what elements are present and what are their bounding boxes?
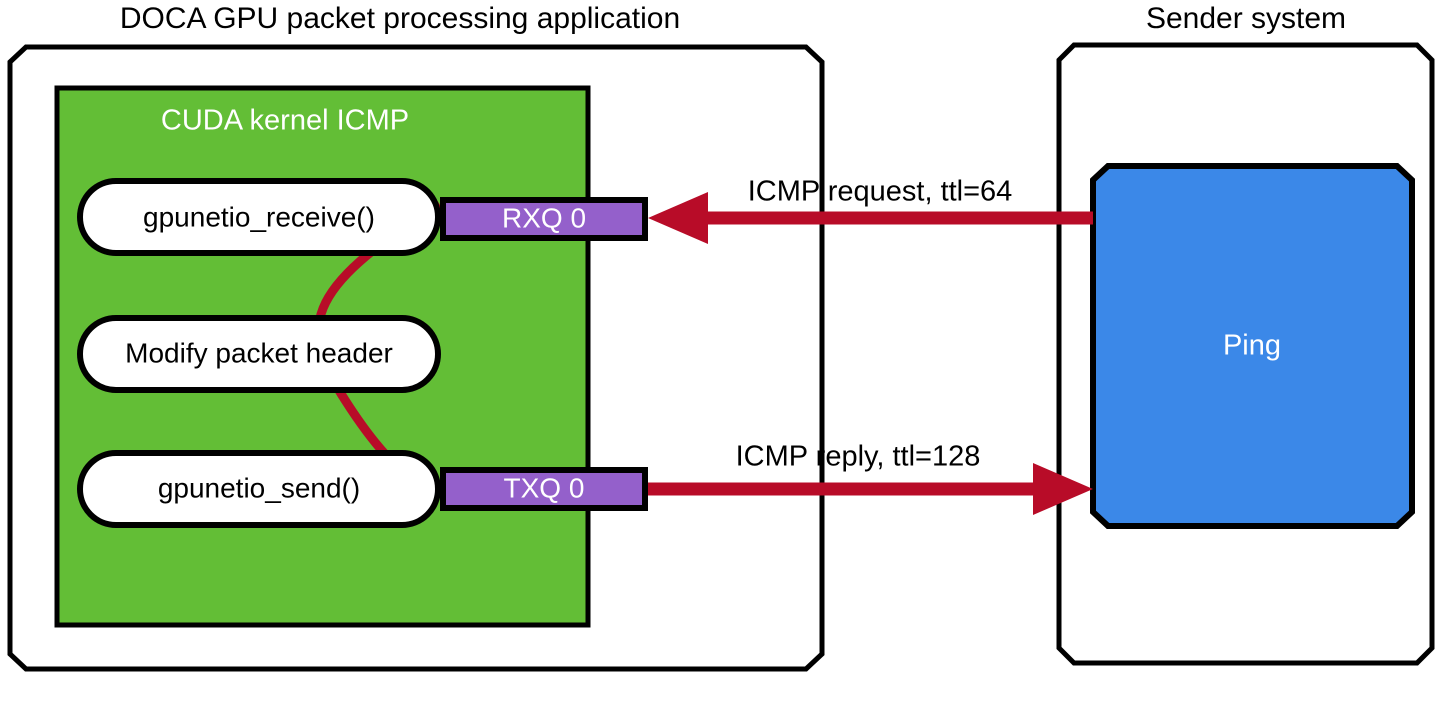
gpunetio-receive-label: gpunetio_receive(): [143, 201, 375, 232]
gpunetio-send-pill: [77, 450, 441, 528]
rxq-0-label: RXQ 0: [502, 202, 586, 233]
stage-gpunetio-send: gpunetio_send(): [77, 450, 441, 528]
stage-gpunetio-receive: gpunetio_receive(): [77, 178, 441, 256]
gpunetio-send-label: gpunetio_send(): [158, 472, 360, 503]
ping-panel: [1090, 163, 1415, 529]
queue-txq-0: TXQ 0: [440, 467, 648, 511]
rxq-0-box: [440, 197, 648, 241]
icmp-request-flow: ICMP request, ttl=64: [648, 176, 1093, 244]
icmp-request-arrowhead: [648, 192, 708, 244]
cuda-kernel-icmp-label: CUDA kernel ICMP: [161, 105, 409, 137]
modify-packet-header-label: Modify packet header: [125, 337, 393, 368]
icmp-reply-flow: ICMP reply, ttl=128: [645, 441, 1093, 515]
stage-modify-packet-header: Modify packet header: [77, 315, 441, 393]
doca-application-title: DOCA GPU packet processing application: [120, 2, 680, 35]
icmp-reply-label: ICMP reply, ttl=128: [736, 441, 981, 473]
txq-0-label: TXQ 0: [504, 472, 585, 503]
modify-packet-header-pill: [77, 315, 441, 393]
queue-rxq-0: RXQ 0: [440, 197, 648, 241]
sender-system-title: Sender system: [1146, 2, 1346, 35]
gpunetio-receive-pill: [77, 178, 441, 256]
txq-0-box: [440, 467, 648, 511]
icmp-reply-arrowhead: [1033, 463, 1093, 515]
icmp-request-label: ICMP request, ttl=64: [748, 176, 1013, 208]
ping-label: Ping: [1223, 330, 1281, 362]
